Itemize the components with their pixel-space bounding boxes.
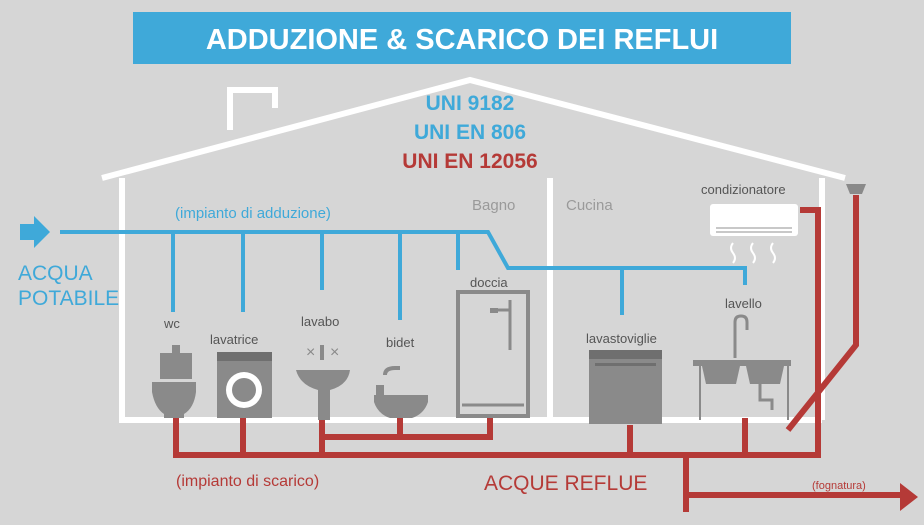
fixture-label-aircon: condizionatore bbox=[701, 182, 786, 197]
standard-uni-en-806: UNI EN 806 bbox=[414, 121, 526, 144]
fixture-label-wc: wc bbox=[163, 316, 180, 331]
shower-icon bbox=[456, 290, 530, 418]
fixture-label-dishwasher: lavastoviglie bbox=[586, 331, 657, 346]
fixture-label-shower: doccia bbox=[470, 275, 508, 290]
standard-uni-en-12056: UNI EN 12056 bbox=[402, 150, 537, 173]
fixture-label-washbasin: lavabo bbox=[301, 314, 339, 329]
drain-piping bbox=[173, 195, 900, 512]
fixture-label-washer: lavatrice bbox=[210, 332, 258, 347]
room-label-bathroom: Bagno bbox=[472, 197, 515, 214]
waste-water-label: ACQUE REFLUE bbox=[484, 472, 647, 495]
room-label-kitchen: Cucina bbox=[566, 197, 613, 214]
drain-system-label: (impianto di scarico) bbox=[176, 473, 319, 490]
fixture-label-sink: lavello bbox=[725, 296, 762, 311]
title-bar bbox=[133, 12, 791, 64]
air-conditioner-icon bbox=[710, 204, 798, 264]
svg-text:×: × bbox=[330, 344, 339, 361]
kitchen-sink-icon bbox=[693, 314, 791, 420]
supply-system-label: (impianto di adduzione) bbox=[175, 205, 331, 222]
toilet-icon bbox=[152, 345, 196, 418]
dishwasher-icon bbox=[589, 350, 662, 424]
standard-uni-9182: UNI 9182 bbox=[426, 92, 515, 115]
house-outline bbox=[101, 76, 846, 423]
water-in-label-line1: ACQUA bbox=[18, 262, 93, 285]
svg-text:×: × bbox=[306, 344, 315, 361]
sewer-outlet-arrow bbox=[900, 483, 918, 511]
fixture-label-bidet: bidet bbox=[386, 335, 415, 350]
diagram-title: ADDUZIONE & SCARICO DEI REFLUI bbox=[206, 24, 718, 56]
washbasin-icon: × × bbox=[296, 344, 350, 420]
water-in-label-line2: POTABILE bbox=[18, 287, 119, 310]
washing-machine-icon bbox=[217, 352, 272, 418]
bidet-icon bbox=[374, 366, 428, 418]
sewer-label: (fognatura) bbox=[812, 480, 866, 492]
water-inlet-arrow bbox=[20, 216, 50, 248]
supply-piping bbox=[60, 230, 747, 320]
roof-gutter-icon bbox=[846, 184, 866, 194]
